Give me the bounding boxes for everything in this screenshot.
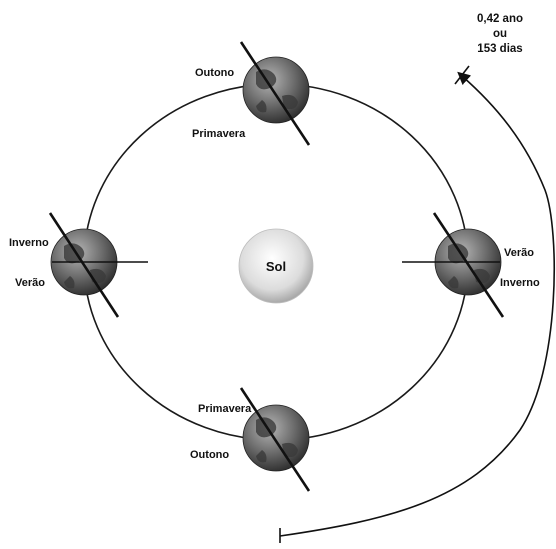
earth-left: Inverno Verão [9, 212, 148, 318]
period-start-tick [454, 65, 470, 85]
label-primavera-top: Primavera [192, 128, 246, 140]
sun: Sol [238, 228, 314, 304]
axis-line-left [48, 212, 120, 318]
label-inverno-right: Inverno [500, 277, 540, 289]
axis-line-top [239, 41, 311, 146]
sun-label: Sol [266, 259, 286, 274]
label-outono-bottom: Outono [190, 449, 229, 461]
earth-right: Verão Inverno [402, 212, 540, 318]
axis-line-right [432, 212, 505, 318]
label-verao-right: Verão [504, 247, 534, 259]
period-line-1: 0,42 ano [477, 13, 523, 25]
label-verao-left: Verão [15, 277, 45, 289]
earth-top: Outono Primavera [192, 41, 311, 146]
period-arrow-arc [279, 71, 556, 537]
period-line-3: 153 dias [477, 43, 522, 55]
period-label: 0,42 ano ou 153 dias [477, 13, 523, 55]
label-inverno-left: Inverno [9, 237, 49, 249]
period-line-2: ou [493, 28, 507, 40]
label-outono-top: Outono [195, 67, 234, 79]
axis-line-bottom [239, 387, 311, 492]
label-primavera-bottom: Primavera [198, 403, 252, 415]
earth-bottom: Primavera Outono [190, 387, 311, 492]
